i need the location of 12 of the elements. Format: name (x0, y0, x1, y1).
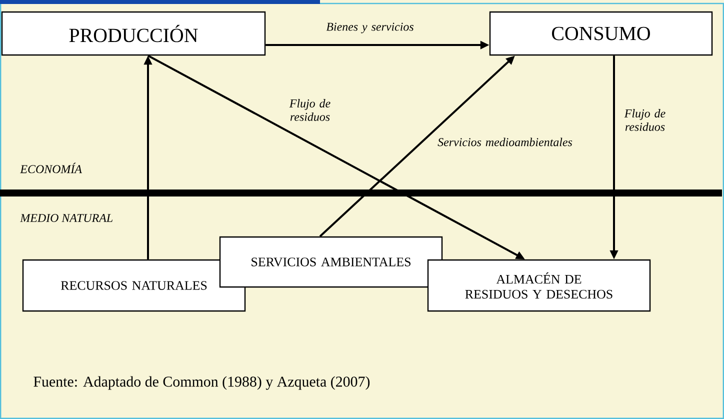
region-label: ECONOMÍA (20, 162, 82, 174)
process-box: CONSUMO (489, 11, 713, 56)
process-box: ALMACÉN DE RESIDUOS Y DESECHOS (427, 259, 651, 312)
process-box: RECURSOS NATURALES (22, 259, 246, 312)
edge-label: Bienes y servicios (326, 22, 414, 34)
region-label: MEDIO NATURAL (20, 214, 112, 222)
source-note: Fuente: Adaptado de Common (1988) y Azqueta (2007) (34, 376, 370, 390)
process-box: PRODUCCIÓN (1, 11, 266, 56)
process-box: SERVICIOS AMBIENTALES (219, 236, 443, 288)
edge-label: Flujo de residuos (289, 99, 330, 121)
edge-label: Servicios medioambientales (438, 138, 572, 146)
edge-label: Flujo de residuos (624, 109, 666, 131)
